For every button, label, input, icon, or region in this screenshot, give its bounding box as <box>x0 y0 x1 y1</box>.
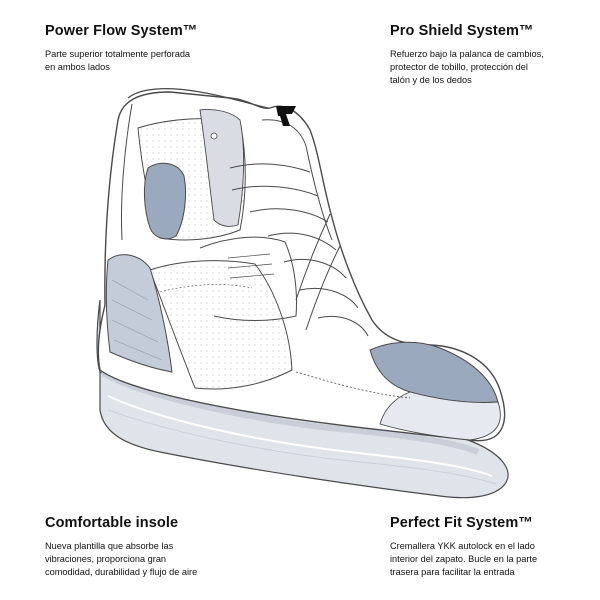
feature-description: Refuerzo bajo la palanca de cambios, pro… <box>390 49 544 85</box>
feature-description: Cremallera YKK autolock en el lado inter… <box>390 541 538 577</box>
boot-upper <box>97 88 506 442</box>
feature-title: Comfortable insole <box>45 515 179 531</box>
feature-power-flow: Power Flow System™ Parte superior totalm… <box>45 23 295 74</box>
feature-title: Pro Shield System™ <box>390 23 534 39</box>
rev-logo-icon <box>276 106 296 126</box>
feature-title: Power Flow System™ <box>45 23 198 39</box>
ankle-shield <box>143 162 187 240</box>
feature-description: Nueva plantilla que absorbe las vibracio… <box>45 541 198 577</box>
feature-comfortable-insole: Comfortable insole Nueva plantilla que a… <box>45 515 295 579</box>
boot-laces <box>229 163 369 337</box>
feature-description: Parte superior totalmente perforada en a… <box>45 49 191 72</box>
feature-title: Perfect Fit System™ <box>390 515 533 531</box>
feature-perfect-fit: Perfect Fit System™ Cremallera YKK autol… <box>390 515 595 579</box>
feature-pro-shield: Pro Shield System™ Refuerzo bajo la pala… <box>390 23 595 87</box>
